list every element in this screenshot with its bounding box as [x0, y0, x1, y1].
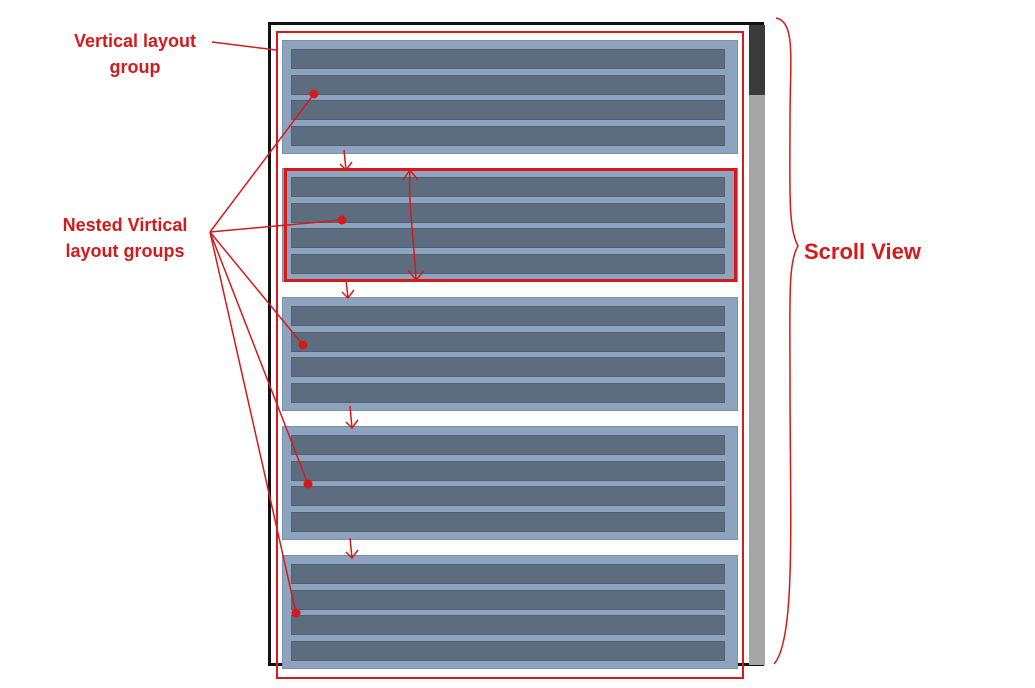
layout-row: [291, 461, 725, 481]
layout-row: [291, 435, 725, 455]
vertical-layout-group-label: Vertical layout group: [73, 31, 197, 77]
nested-layout-group: [282, 297, 738, 411]
scrollbar-track[interactable]: [749, 25, 765, 665]
nested-groups-label: Nested Virtical layout groups: [62, 215, 188, 261]
layout-row: [291, 228, 725, 248]
layout-row: [291, 383, 725, 403]
leader-5: [209, 231, 297, 614]
spacing-arrow-4: [345, 537, 359, 560]
layout-row: [291, 590, 725, 610]
scrollbar-thumb[interactable]: [749, 25, 765, 95]
layout-row: [291, 564, 725, 584]
scroll-view-brace: [773, 17, 799, 665]
vertical-layout-group-outline: [276, 31, 744, 679]
nested-layout-group: [282, 40, 738, 154]
vertical-group-leader: [211, 41, 277, 51]
spacing-arrow-1: [339, 149, 353, 172]
nested-layout-group: [282, 555, 738, 669]
layout-row: [291, 332, 725, 352]
marker-dot-2: [337, 215, 347, 225]
height-double-arrow: [402, 168, 425, 282]
leader-4: [209, 231, 309, 485]
layout-row: [291, 100, 725, 120]
layout-row: [291, 641, 725, 661]
layout-row: [291, 254, 725, 274]
layout-row: [291, 357, 725, 377]
nested-layout-group: [282, 426, 738, 540]
layout-row: [291, 486, 725, 506]
leader-1: [209, 93, 315, 233]
marker-dot-4: [303, 479, 313, 489]
spacing-arrow-3: [345, 405, 359, 430]
layout-row: [291, 177, 725, 197]
layout-row: [291, 203, 725, 223]
layout-row: [291, 306, 725, 326]
layout-row: [291, 615, 725, 635]
marker-dot-5: [291, 608, 301, 618]
marker-dot-3: [298, 340, 308, 350]
spacing-arrow-2: [341, 279, 355, 300]
nested-layout-group: [282, 168, 738, 282]
leader-3: [209, 231, 304, 346]
marker-dot-1: [309, 89, 319, 99]
layout-row: [291, 126, 725, 146]
layout-row: [291, 49, 725, 69]
layout-row: [291, 512, 725, 532]
scroll-view-label: Scroll View: [804, 239, 921, 264]
leader-2: [209, 219, 343, 233]
layout-row: [291, 75, 725, 95]
